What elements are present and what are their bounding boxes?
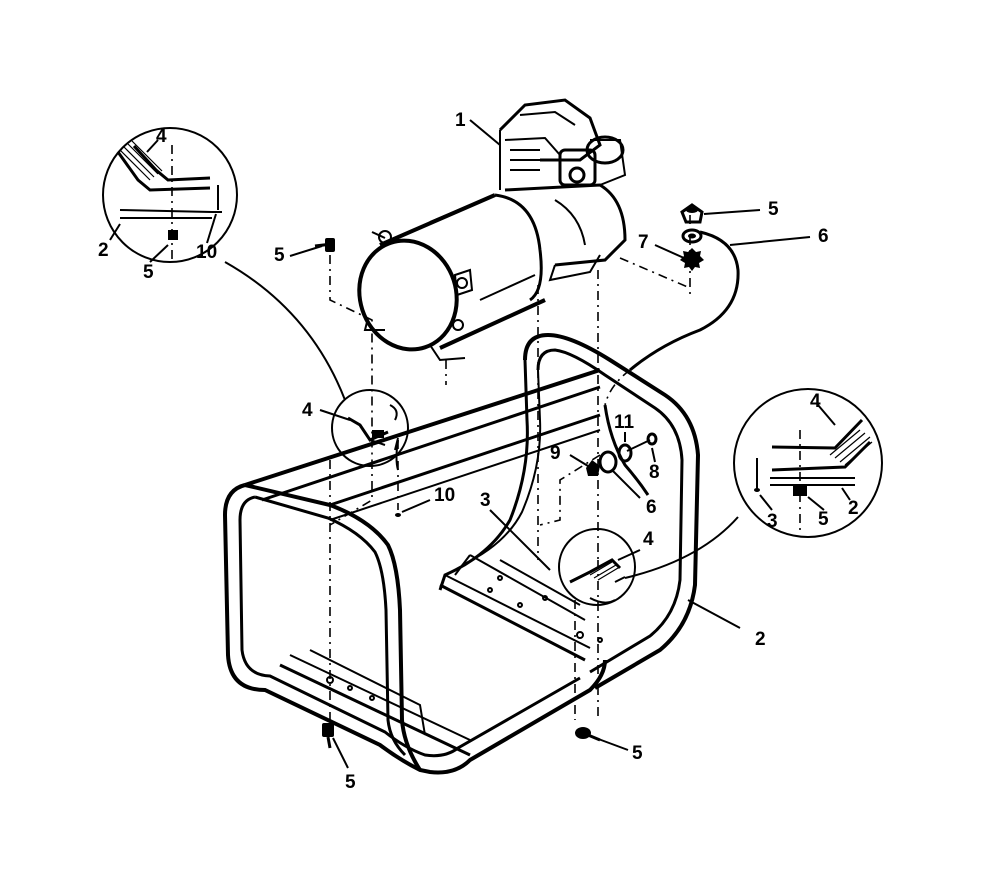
inset-left-callout-4: 4 [156,126,167,147]
callout-5-top-right: 5 [768,199,779,220]
inset-right-callout-2: 2 [848,498,859,519]
callout-2-right: 2 [755,629,766,650]
callout-9: 9 [550,443,561,464]
detail-inset-left [102,127,238,263]
leader-lines [109,119,851,769]
inset-left-callout-2: 2 [98,240,109,261]
callout-6-top: 6 [818,226,829,247]
inset-left-callout-10: 10 [196,242,217,263]
callout-10-mid: 10 [434,485,455,506]
mount-bracket-right [558,528,636,606]
inset-right-callout-4: 4 [810,391,821,412]
generator-engine-unit [357,98,627,362]
inset-right-callout-3: 3 [767,511,778,532]
callout-8: 8 [649,462,660,483]
hardware [314,203,704,749]
callout-1: 1 [455,110,466,131]
inset-right-callout-5: 5 [818,509,829,530]
inset-left-callout-5: 5 [143,262,154,283]
alignment-lines [329,215,740,720]
callout-11: 11 [614,412,635,433]
callout-5-bottom-left: 5 [345,772,356,793]
callout-labels: 1 5 5 7 6 4 10 11 9 8 6 3 4 2 5 5 4 2 5 … [98,110,859,793]
callout-6-mid: 6 [646,497,657,518]
detail-inset-right [733,388,883,538]
mount-bracket-left [331,389,409,467]
callout-4-mid: 4 [302,400,313,421]
frame-assembly [222,332,701,775]
callout-3-mid: 3 [480,490,491,511]
callout-5-top-left: 5 [274,245,285,266]
callout-7: 7 [638,232,649,253]
callout-4-right: 4 [643,529,654,550]
callout-5-bottom-right: 5 [632,743,643,764]
